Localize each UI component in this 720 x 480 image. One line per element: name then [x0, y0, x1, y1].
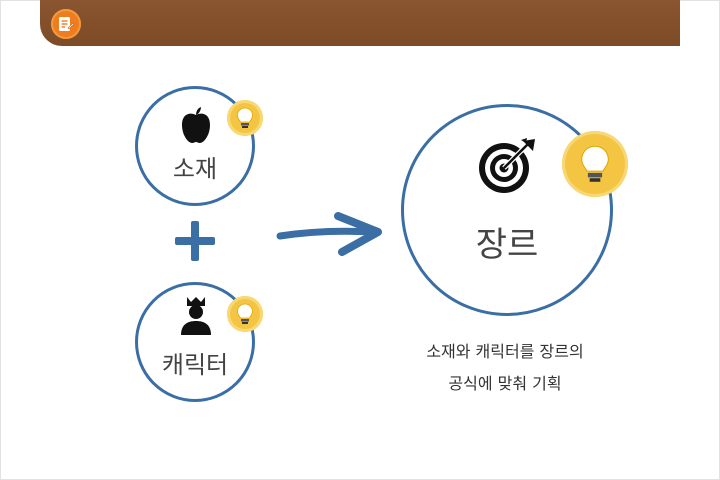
caption-line-1: 소재와 캐릭터를 장르의 [426, 342, 584, 361]
plus-operator [174, 220, 216, 262]
material-node: 소재 [135, 86, 255, 206]
apple-icon [179, 106, 213, 144]
character-node: 캐릭터 [135, 282, 255, 402]
edit-note-icon[interactable] [51, 9, 81, 39]
lightbulb-icon [227, 296, 263, 332]
genre-node: 장르 [401, 104, 613, 316]
caption: 소재와 캐릭터를 장르의 공식에 맞춰 기획 [380, 336, 630, 400]
material-label: 소재 [172, 155, 218, 183]
character-label: 캐릭터 [161, 351, 229, 379]
arrow-right-icon [276, 210, 384, 256]
header-bar [40, 0, 680, 46]
lightbulb-icon [562, 131, 628, 197]
king-icon [178, 295, 214, 335]
lightbulb-icon [227, 100, 263, 136]
genre-label: 장르 [475, 225, 539, 265]
target-arrow-icon [477, 137, 537, 195]
caption-line-2: 공식에 맞춰 기획 [448, 374, 562, 393]
